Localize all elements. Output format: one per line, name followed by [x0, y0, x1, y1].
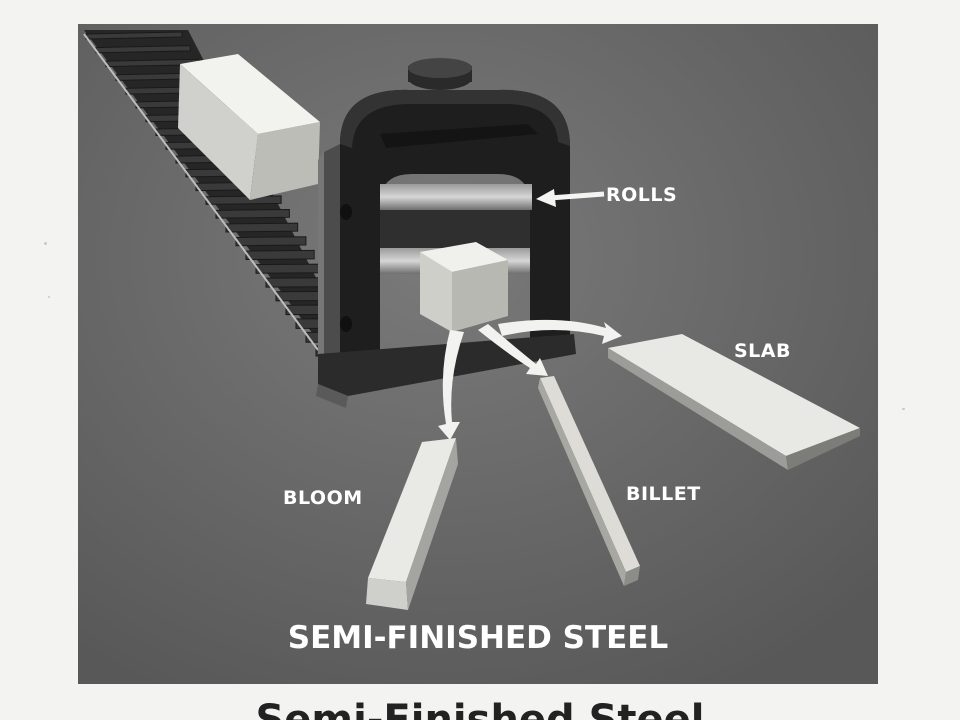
billet [538, 376, 640, 586]
label-rolls: ROLLS [606, 184, 678, 206]
upper-roll [380, 184, 532, 210]
label-slab: SLAB [734, 340, 791, 362]
rolls-pointer-arrow [536, 189, 605, 207]
illustration-svg [78, 24, 878, 684]
bloom [366, 438, 458, 610]
flow-arrows [438, 319, 622, 440]
conveyor-roller [205, 195, 282, 205]
label-billet: BILLET [626, 483, 701, 505]
incoming-ingot [178, 54, 320, 200]
paper-speck [48, 296, 50, 298]
exiting-billet-block [420, 242, 508, 332]
arrow-to-billet [478, 324, 548, 376]
label-bloom: BLOOM [283, 487, 363, 509]
paper-speck [902, 408, 905, 410]
conveyor-edge [83, 33, 319, 351]
figure-title: SEMI-FINISHED STEEL [287, 620, 669, 656]
conveyor-roller [235, 236, 307, 247]
rolling-mill-illustration: ROLLS SLAB BLOOM BILLET SEMI-FINISHED ST… [78, 24, 878, 684]
conveyor-roller [245, 249, 315, 261]
conveyor-roller [255, 263, 323, 274]
conveyor-roller [225, 222, 299, 233]
mill-housing [340, 89, 570, 380]
slab [608, 334, 860, 470]
conveyor-roller [215, 208, 290, 219]
arrow-to-bloom [438, 330, 464, 440]
frame-shadow [380, 124, 538, 148]
arrow-to-slab [498, 319, 622, 344]
paper-speck [44, 242, 47, 245]
figure-caption: Semi-Finished Steel [0, 698, 960, 720]
